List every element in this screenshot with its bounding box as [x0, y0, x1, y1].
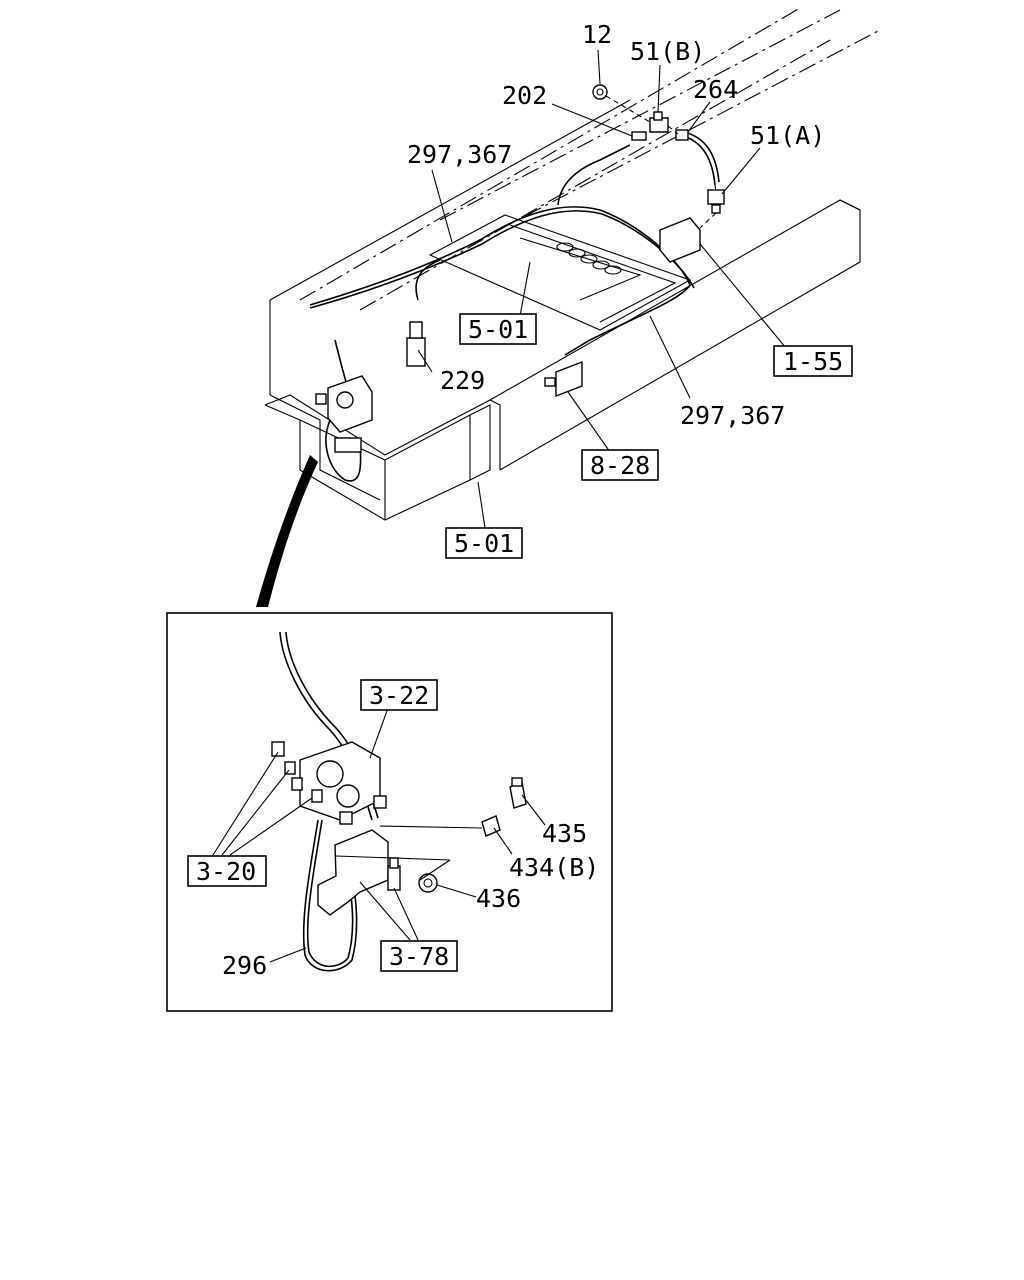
- callout-12: 12: [582, 20, 612, 49]
- callout-229: 229: [440, 366, 485, 395]
- callout-202: 202: [502, 81, 547, 110]
- leader-lines: [417, 49, 787, 529]
- callout-297-367-top: 297,367: [407, 140, 512, 169]
- callout-828: 8-28: [590, 451, 650, 480]
- callout-51b: 51(B): [630, 37, 705, 66]
- ref-box-320: [187, 855, 267, 887]
- ref-box-322: [360, 679, 438, 711]
- top-fittings: [315, 84, 725, 453]
- pipes: [309, 144, 695, 482]
- callout-436: 436: [476, 884, 521, 913]
- callout-378: 3-78: [389, 942, 449, 971]
- oil-pan: [428, 214, 692, 331]
- callout-501-low: 5-01: [454, 529, 514, 558]
- callout-51a: 51(A): [750, 121, 825, 150]
- callout-296: 296: [222, 951, 267, 980]
- ref-box-828: [581, 449, 659, 481]
- callout-297-367-right: 297,367: [680, 401, 785, 430]
- callout-155: 1-55: [783, 347, 843, 376]
- assembly-lines: [605, 95, 717, 229]
- ref-box-501-mid: [459, 313, 537, 345]
- callout-320: 3-20: [196, 857, 256, 886]
- callout-264: 264: [693, 75, 738, 104]
- ref-box-155: [773, 345, 853, 377]
- ref-box-378: [380, 940, 458, 972]
- detail-pointer: [256, 455, 318, 607]
- top-callouts: 12 51(B) 202 264 51(A) 297,367 5-01 1-55…: [407, 20, 853, 559]
- detail-view: 3-22 435 434(B) 3-20 436 3-78 296: [166, 612, 613, 1012]
- callout-322: 3-22: [369, 681, 429, 710]
- callout-501-mid: 5-01: [468, 315, 528, 344]
- callout-434b: 434(B): [509, 853, 599, 882]
- ref-box-501-low: [445, 527, 523, 559]
- bracket: [317, 829, 389, 916]
- callout-435: 435: [542, 819, 587, 848]
- frame-rails: [264, 7, 881, 521]
